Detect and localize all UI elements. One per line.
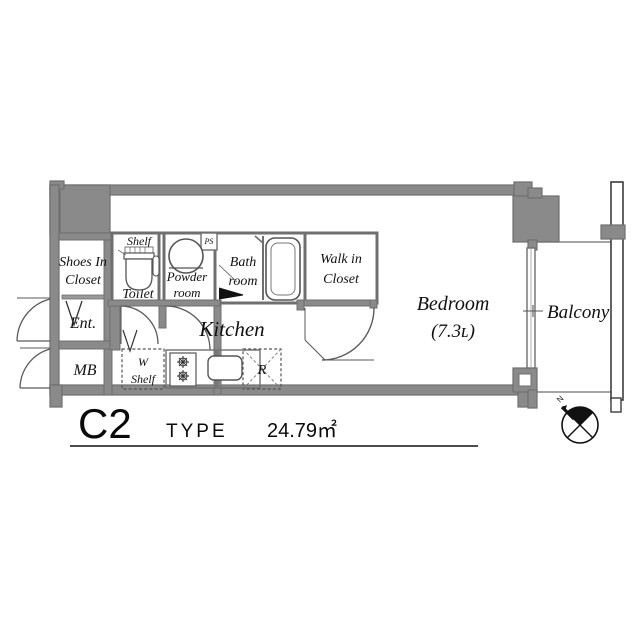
entrance-door-arc [16, 298, 51, 342]
powder-room-label-line1: Powder [166, 269, 208, 284]
plan-type-label: TYPE [166, 421, 228, 442]
washer-label: W [138, 355, 149, 369]
refrigerator-label: R [257, 363, 267, 378]
meter-box-label: MB [72, 362, 96, 379]
powder-room-door-arc [165, 305, 211, 351]
washer-shelf-label: Shelf [131, 372, 157, 386]
compass-north-label: N [555, 394, 566, 405]
kitchen-area: Kitchen W Shelf R [121, 317, 282, 390]
walk-in-closet-label-line2: Closet [323, 272, 360, 287]
kitchen-sink [207, 355, 243, 381]
bath-room: Bath room [218, 235, 301, 301]
compass-rose-icon: N [555, 394, 622, 444]
bath-room-label-line2: room [228, 274, 257, 289]
balcony-railing [610, 181, 624, 401]
walk-in-closet-label-line1: Walk in [320, 252, 362, 267]
walk-in-closet-door-arc [321, 307, 375, 361]
pipe-space-label: PS [204, 237, 214, 246]
powder-room: Powder room PS [165, 237, 214, 351]
entrance-zone: Shoes In Closet Ent. MB [16, 255, 107, 389]
bedroom-area: Bedroom (7.3ʟ) [417, 293, 490, 342]
bedroom-label: Bedroom [417, 293, 490, 315]
shoes-in-closet-label-line2: Closet [65, 273, 102, 288]
refrigerator-box [242, 348, 282, 390]
sink-basin [168, 238, 204, 274]
plan-code: C2 [78, 400, 132, 447]
toilet-door-arc [120, 305, 159, 345]
kitchen-label: Kitchen [198, 317, 264, 341]
walk-in-closet: Walk in Closet [304, 252, 375, 361]
washer-shelf-box [121, 348, 165, 390]
shoes-in-closet-label-line1: Shoes In [59, 255, 107, 270]
toilet-fixture [125, 258, 153, 291]
bath-room-label-line1: Bath [230, 255, 256, 270]
mb-door-arc [19, 348, 51, 389]
railing-end-marker [610, 397, 622, 413]
structural-walls [49, 180, 560, 409]
toilet-room: Toilet Shelf [117, 234, 160, 353]
toilet-shelf-label: Shelf [127, 234, 153, 248]
bath-door-direction-icon [218, 287, 244, 300]
powder-room-label-line2: room [174, 285, 201, 300]
balcony-area: Balcony [523, 181, 626, 401]
entrance-step-mark [65, 300, 83, 328]
title-block: C2 TYPE 24.79㎡ [70, 400, 478, 447]
balcony-label: Balcony [547, 302, 610, 323]
bedroom-size-label: (7.3ʟ) [431, 321, 475, 342]
plan-area-label: 24.79㎡ [267, 418, 337, 442]
toilet-label: Toilet [122, 287, 154, 302]
interior-partitions [58, 231, 379, 396]
